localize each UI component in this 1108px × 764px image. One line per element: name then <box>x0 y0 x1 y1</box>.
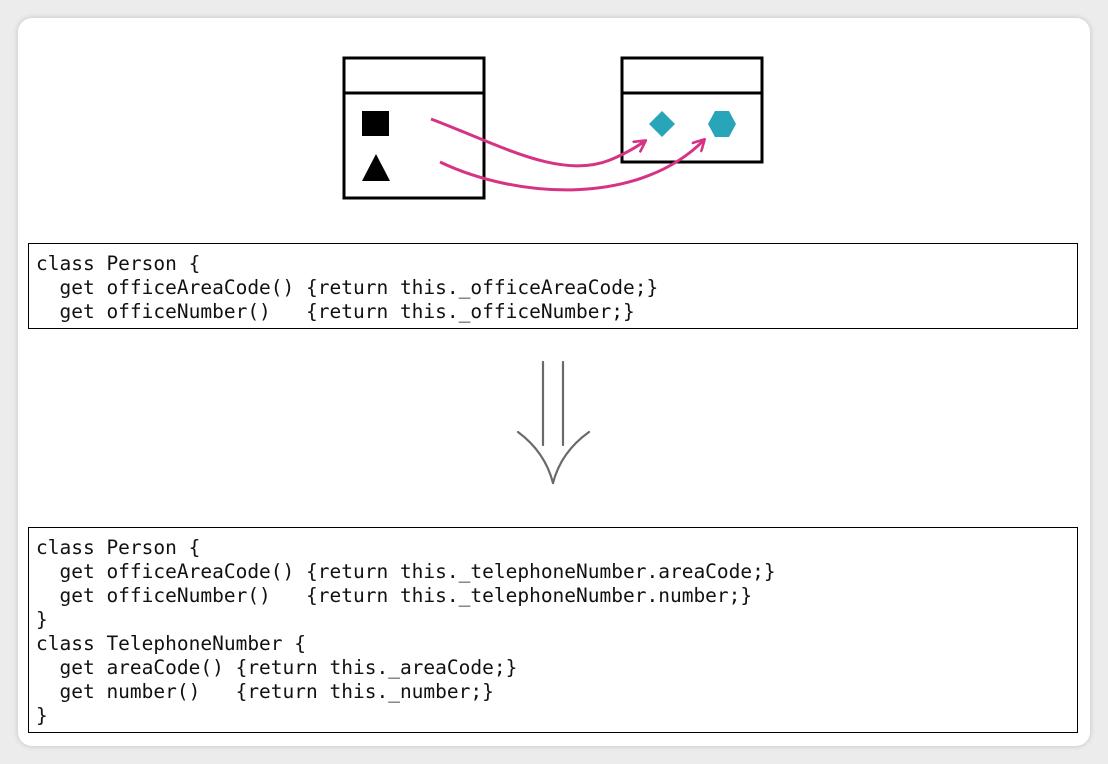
code-listing-after: class Person { get officeAreaCode() {ret… <box>29 528 1077 736</box>
code-line: } <box>36 704 48 727</box>
code-line: get officeAreaCode() {return this._offic… <box>36 276 659 299</box>
code-line: get officeNumber() {return this._officeN… <box>36 300 635 323</box>
code-line: class Person { <box>36 536 201 559</box>
code-listing-before: class Person { get officeAreaCode() {ret… <box>29 244 1077 332</box>
move-arrow-square-to-diamond <box>430 117 645 168</box>
square-icon <box>362 111 389 136</box>
code-line: get number() {return this._number;} <box>36 680 494 703</box>
triangle-icon <box>362 154 390 181</box>
code-line: get areaCode() {return this._areaCode;} <box>36 656 518 679</box>
code-before-refactoring: class Person { get officeAreaCode() {ret… <box>28 243 1078 329</box>
down-double-arrow-icon <box>516 360 591 485</box>
code-line: class Person { <box>36 252 201 275</box>
code-line: get officeAreaCode() {return this._telep… <box>36 560 776 583</box>
code-after-refactoring: class Person { get officeAreaCode() {ret… <box>28 527 1078 733</box>
diamond-icon <box>649 111 675 137</box>
hexagon-icon <box>708 111 736 137</box>
move-arrow-triangle-to-hexagon <box>439 140 704 192</box>
code-line: get officeNumber() {return this._telepho… <box>36 584 753 607</box>
target-class-box <box>620 56 764 164</box>
code-line: } <box>36 608 48 631</box>
code-line: class TelephoneNumber { <box>36 632 307 655</box>
